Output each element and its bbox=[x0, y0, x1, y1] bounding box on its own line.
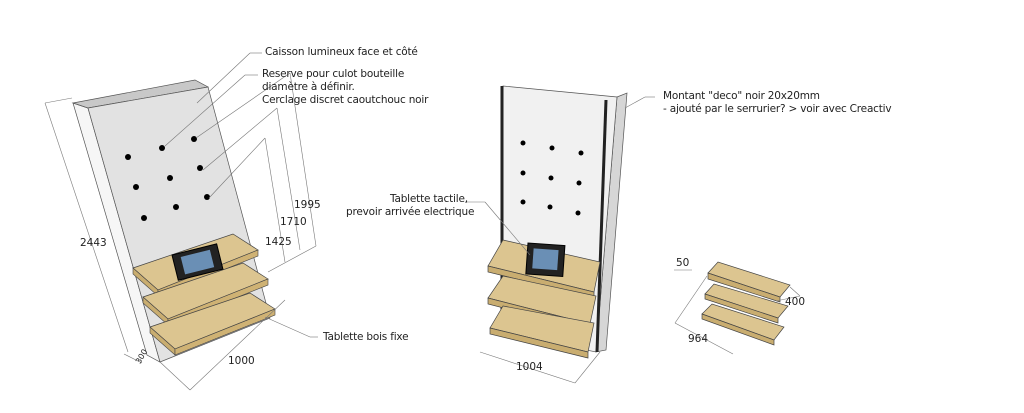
bottle-holes-middle bbox=[520, 140, 584, 216]
dim-1004: 1004 bbox=[516, 361, 543, 373]
dim-50: 50 bbox=[676, 257, 690, 269]
dim-1710: 1710 bbox=[280, 216, 307, 228]
label-reserve-3: Cerclage discret caoutchouc noir bbox=[262, 94, 429, 106]
label-tablette-tactile-1: Tablette tactile, bbox=[390, 193, 468, 205]
label-montant-2: - ajouté par le serrurier? > voir avec C… bbox=[663, 103, 892, 115]
left-unit bbox=[44, 52, 318, 391]
middle-dimension-lines bbox=[465, 96, 655, 384]
label-caisson: Caisson lumineux face et côté bbox=[265, 46, 418, 58]
right-shelves bbox=[674, 261, 801, 355]
label-tablette-tactile-2: prevoir arrivée electrique bbox=[346, 206, 475, 218]
dim-964: 964 bbox=[688, 333, 709, 345]
tablet-left bbox=[171, 243, 224, 281]
label-montant-1: Montant "deco" noir 20x20mm bbox=[663, 90, 820, 102]
dim-1995: 1995 bbox=[294, 199, 321, 211]
middle-shelves bbox=[487, 239, 601, 359]
middle-unit bbox=[465, 85, 655, 384]
dim-1000: 1000 bbox=[228, 355, 255, 367]
left-dimension-lines bbox=[44, 52, 318, 391]
dim-1425: 1425 bbox=[265, 236, 292, 248]
tablet-middle bbox=[525, 242, 566, 278]
label-reserve-1: Reserve pour culot bouteille bbox=[262, 68, 405, 80]
dim-2443: 2443 bbox=[80, 237, 107, 249]
deco-upright-right bbox=[595, 99, 608, 353]
dim-400: 400 bbox=[785, 296, 806, 308]
label-reserve-2: diamètre à définir. bbox=[262, 81, 355, 93]
label-tablette-bois: Tablette bois fixe bbox=[323, 331, 409, 343]
bottle-holes bbox=[125, 136, 210, 221]
